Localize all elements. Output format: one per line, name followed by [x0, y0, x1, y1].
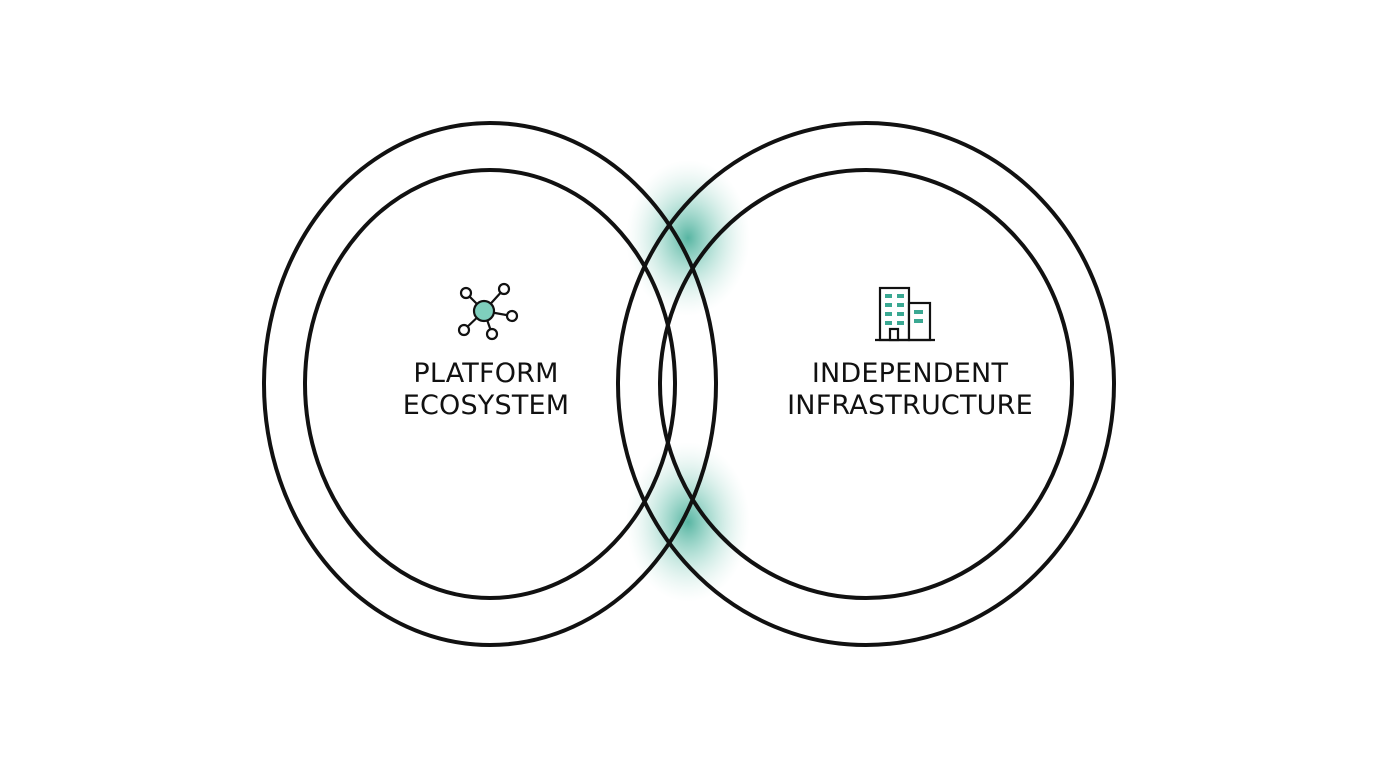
top-intersection-glow — [626, 160, 750, 316]
left-set-label-line2: ECOSYSTEM — [403, 390, 570, 421]
network-hub-icon — [457, 282, 519, 341]
intersection-highlights — [626, 160, 750, 602]
right-ring — [616, 121, 1116, 647]
left-set-label-line1: PLATFORM — [413, 358, 558, 389]
right-ring-outer — [616, 121, 1116, 647]
office-building-icon — [875, 286, 935, 342]
right-set-label-line1: INDEPENDENT — [812, 358, 1009, 389]
left-ring-inner — [303, 168, 677, 600]
left-ring-outer — [262, 121, 718, 647]
right-ring-inner — [658, 168, 1074, 600]
bottom-intersection-glow — [626, 442, 750, 602]
left-ring — [262, 121, 718, 647]
right-set-label-line2: INFRASTRUCTURE — [787, 390, 1033, 421]
